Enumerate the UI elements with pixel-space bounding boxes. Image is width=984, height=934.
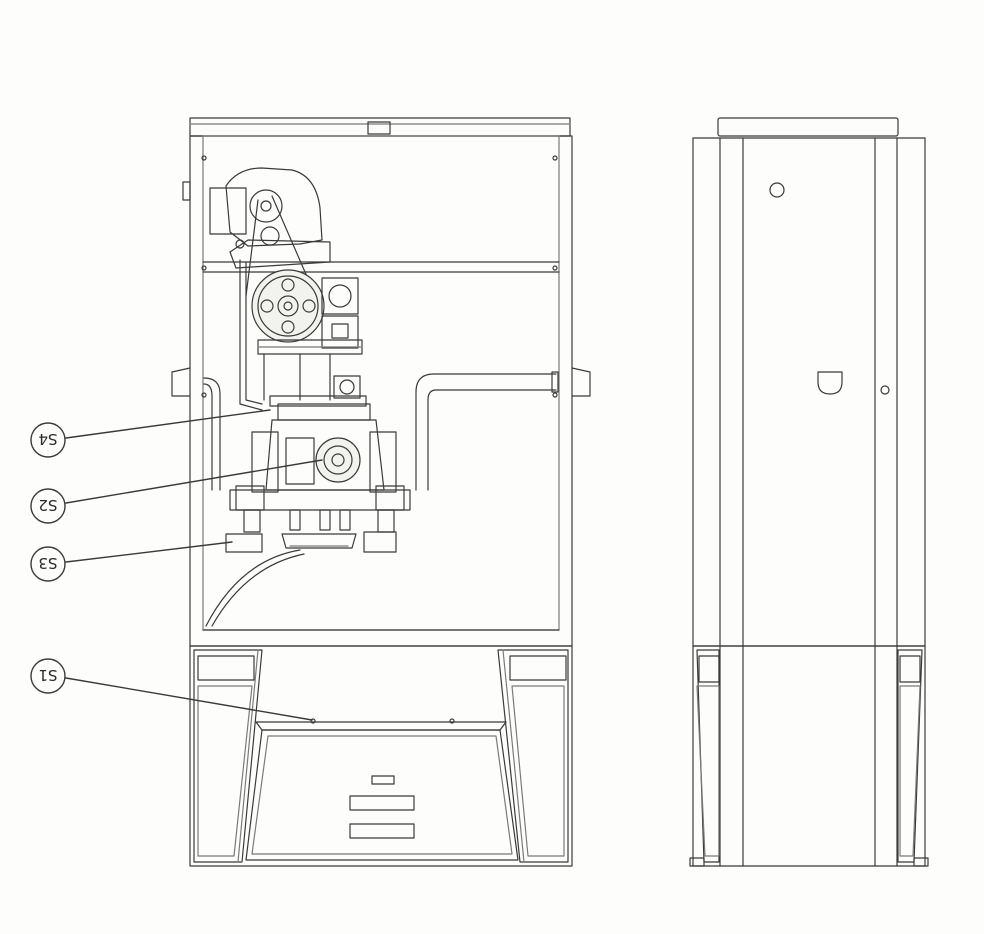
callout-s1: S1 [30,658,313,721]
front-view [171,117,591,867]
callouts: S4 S2 S3 S1 [30,409,323,721]
callout-s2-label: S2 [38,496,57,514]
callout-s3-label: S3 [38,554,57,572]
callout-s4-label: S4 [38,430,57,448]
callout-s2: S2 [30,459,323,524]
side-view [689,117,929,867]
front-base [189,645,573,867]
callout-s4: S4 [30,409,271,458]
callout-s1-label: S1 [38,666,57,684]
pulley-assembly [251,269,367,407]
front-top-cap [189,117,571,137]
front-cabinet [171,135,591,647]
motor-assembly [209,167,331,411]
callout-s3: S3 [30,541,233,582]
pump-assembly [205,403,411,627]
piping [203,371,559,491]
